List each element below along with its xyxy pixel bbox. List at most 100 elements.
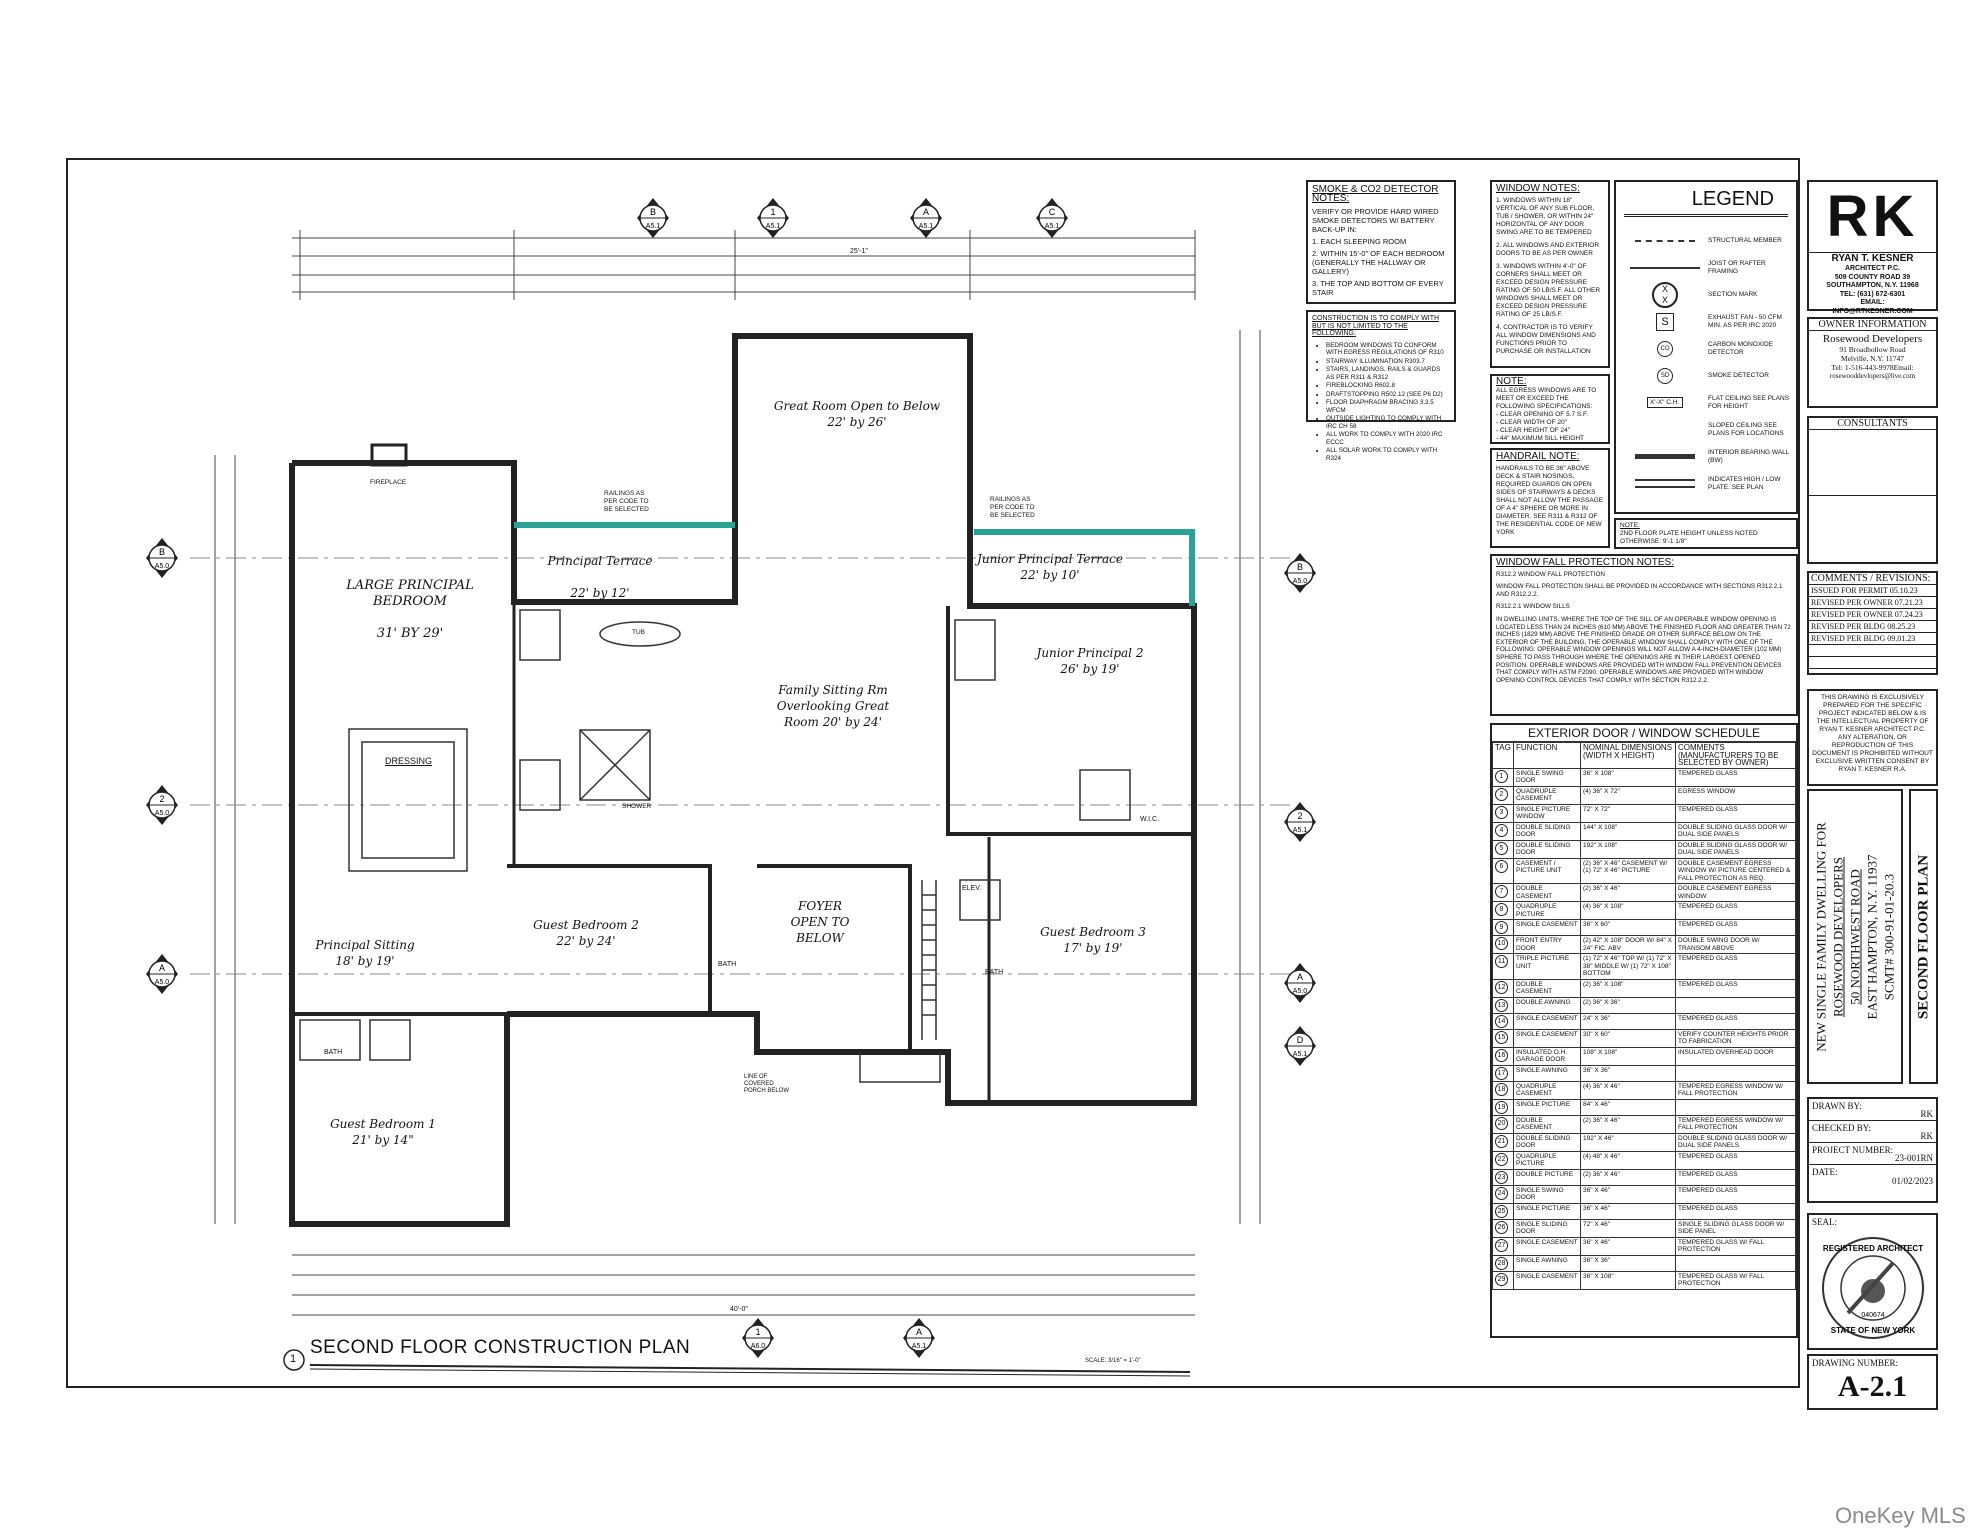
firm-line: EMAIL: — [1860, 299, 1885, 306]
schedule-comments: DOUBLE SLIDING GLASS DOOR W/ DUAL SIDE P… — [1675, 839, 1796, 859]
window-note: 4. CONTRACTOR IS TO VERIFY ALL WINDOW DI… — [1496, 324, 1596, 355]
bath-label-gb1: BATH — [324, 1049, 343, 1056]
schedule-tag: 27 — [1495, 1238, 1508, 1252]
drawing-number-box: DRAWING NUMBER: A-2.1 — [1807, 1354, 1938, 1410]
schedule-function: INSULATED O.H. GARAGE DOOR — [1513, 1046, 1581, 1066]
construction-item: BEDROOM WINDOWS TO CONFORM WITH EGRESS R… — [1326, 342, 1450, 357]
schedule-dimensions: 36" X 36" — [1580, 1064, 1676, 1082]
schedule-dimensions: 30" X 60" — [1580, 1028, 1676, 1048]
schedule-tag: 23 — [1495, 1170, 1508, 1184]
project-info: DRAWN BY:RK CHECKED BY:RK PROJECT NUMBER… — [1807, 1097, 1938, 1203]
firm-line: ARCHITECT P.C. — [1844, 265, 1901, 272]
architect-seal-stamp: REGISTERED ARCHITECT STATE OF NEW YORK 0… — [1822, 1237, 1924, 1339]
section-mark-sheet: A5.0 — [1293, 578, 1308, 585]
schedule-function: DOUBLE CASEMENT — [1513, 1114, 1581, 1134]
schedule-tag-cell: 12 — [1492, 978, 1514, 998]
section-mark-sheet: A5.1 — [646, 223, 661, 230]
schedule-tag-cell: 26 — [1492, 1218, 1514, 1238]
wic-label: W.I.C. — [1140, 816, 1160, 823]
fall-note: R312.2.1 WINDOW SILLS — [1496, 603, 1570, 611]
elev-label: ELEV. — [962, 885, 982, 892]
drawing-number-label: DRAWING NUMBER: — [1812, 1358, 1899, 1368]
schedule-function: QUADRUPLE CASEMENT — [1513, 785, 1581, 805]
schedule-comments: DOUBLE SLIDING GLASS DOOR W/ DUAL SIDE P… — [1675, 821, 1796, 841]
owner-line: Tel: 1-516-443-9978Email: — [1831, 363, 1914, 372]
section-mark: BA5.0 — [1284, 553, 1316, 593]
schedule-function: SINGLE AWNING — [1513, 1254, 1581, 1272]
section-mark: AA5.0 — [146, 954, 178, 994]
section-mark-id: D — [1297, 1035, 1304, 1045]
schedule-function: SINGLE SLIDING DOOR — [1513, 1218, 1581, 1238]
schedule-tag: 8 — [1495, 903, 1508, 916]
schedule-function: QUADRUPLE CASEMENT — [1513, 1080, 1581, 1100]
schedule-comments — [1675, 1064, 1796, 1082]
schedule-dimensions: (4) 36" X 46" — [1580, 1080, 1676, 1100]
schedule-tag-cell: 20 — [1492, 1114, 1514, 1134]
room-guest-bedroom-2: Guest Bedroom 2 22' by 24' — [533, 918, 639, 948]
schedule-tag-cell: 16 — [1492, 1046, 1514, 1066]
schedule-function: TRIPLE PICTURE UNIT — [1513, 953, 1581, 980]
project-number: 23-001RN — [1895, 1153, 1933, 1163]
schedule-tag-cell: 7 — [1492, 883, 1514, 902]
schedule-comments: TEMPERED GLASS — [1675, 1012, 1796, 1030]
legend-label: CARBON MONOXIDE DETECTOR — [1708, 341, 1774, 356]
revision-entry: REVISED PER OWNER 07.24.23 — [1809, 609, 1936, 621]
fireplace-label: FIREPLACE — [370, 479, 407, 486]
schedule-tag-cell: 1 — [1492, 767, 1514, 787]
firm-line: SOUTHAMPTON, N.Y. 11968 — [1826, 282, 1919, 289]
schedule-tag: 2 — [1495, 787, 1508, 801]
walls — [289, 333, 1197, 1227]
plan-title-tag: 1 — [290, 1353, 297, 1365]
smoke-note: 3. THE TOP AND BOTTOM OF EVERY STAIR — [1312, 279, 1444, 297]
schedule-tag: 28 — [1495, 1256, 1508, 1270]
svg-text:040674: 040674 — [1861, 1312, 1884, 1319]
firm-name: RYAN T. KESNER — [1831, 253, 1914, 264]
schedule-tag-cell: 10 — [1492, 935, 1514, 954]
legend-label: JOIST OR RAFTER FRAMING — [1708, 260, 1766, 275]
section-mark-id: 1 — [755, 1327, 760, 1337]
project-line: EAST HAMPTON, N.Y. 11937 — [1864, 854, 1880, 1019]
schedule-tag-cell: 29 — [1492, 1270, 1514, 1290]
legend-label: INTERIOR BEARING WALL (BW) — [1708, 449, 1790, 464]
section-mark-sheet: A5.1 — [1293, 827, 1308, 834]
project-line: NEW SINGLE FAMILY DWELLING FOR — [1813, 821, 1829, 1052]
covered-porch-label: LINE OF COVERED PORCH BELOW — [744, 1074, 790, 1094]
schedule-function: DOUBLE CASEMENT — [1513, 883, 1581, 902]
bath-label-gb2: BATH — [718, 961, 737, 968]
legend-label: SMOKE DETECTOR — [1708, 371, 1769, 379]
construction-item: ALL WORK TO COMPLY WITH 2020 IRC ECCC — [1326, 431, 1450, 446]
schedule-comments: EGRESS WINDOW — [1675, 785, 1796, 805]
schedule-tag-cell: 2 — [1492, 785, 1514, 805]
schedule-tag: 20 — [1495, 1116, 1508, 1130]
interior-details — [299, 609, 1131, 1083]
seal-box: SEAL: REGISTERED ARCHITECT STATE OF NEW … — [1807, 1213, 1938, 1350]
schedule-tag: 16 — [1495, 1048, 1508, 1062]
schedule-tag-cell: 15 — [1492, 1028, 1514, 1048]
room-guest-bedroom-1: Guest Bedroom 1 21' by 14" — [330, 1117, 436, 1147]
revision-entry: ISSUED FOR PERMIT 05.10.23 — [1809, 585, 1936, 597]
schedule-tag: 6 — [1495, 859, 1508, 873]
schedule-comments: TEMPERED GLASS W/ FALL PROTECTION — [1675, 1236, 1796, 1256]
plan-scale: SCALE: 3/16" = 1'-0" — [1085, 1358, 1141, 1364]
schedule-tag-cell: 28 — [1492, 1254, 1514, 1272]
section-mark-sheet: A5.1 — [1293, 1051, 1308, 1058]
schedule-table: TAG FUNCTION NOMINAL DIMENSIONS (WIDTH X… — [1492, 742, 1796, 1290]
schedule-header: FUNCTION — [1513, 742, 1581, 769]
schedule-comments: DOUBLE SLIDING GLASS DOOR W/ DUAL SIDE P… — [1675, 1132, 1796, 1152]
schedule-tag-cell: 13 — [1492, 996, 1514, 1014]
egress-line: - CLEAR WIDTH OF 20" — [1496, 419, 1567, 426]
schedule-tag-cell: 23 — [1492, 1168, 1514, 1186]
plan-title: SECOND FLOOR CONSTRUCTION PLAN — [310, 1337, 691, 1358]
window-fall-protection-notes: WINDOW FALL PROTECTION NOTES: R312.2 WIN… — [1490, 554, 1798, 716]
owner-line: 91 Broadhollow Road — [1839, 345, 1906, 354]
legend-label: EXHAUST FAN - 50 CFM MIN. AS PER IRC 202… — [1708, 314, 1782, 329]
consultants-header: CONSULTANTS — [1809, 418, 1936, 430]
schedule-function: SINGLE PICTURE — [1513, 1202, 1581, 1220]
revision-entry: REVISED PER BLDG 09.01.23 — [1809, 633, 1936, 645]
